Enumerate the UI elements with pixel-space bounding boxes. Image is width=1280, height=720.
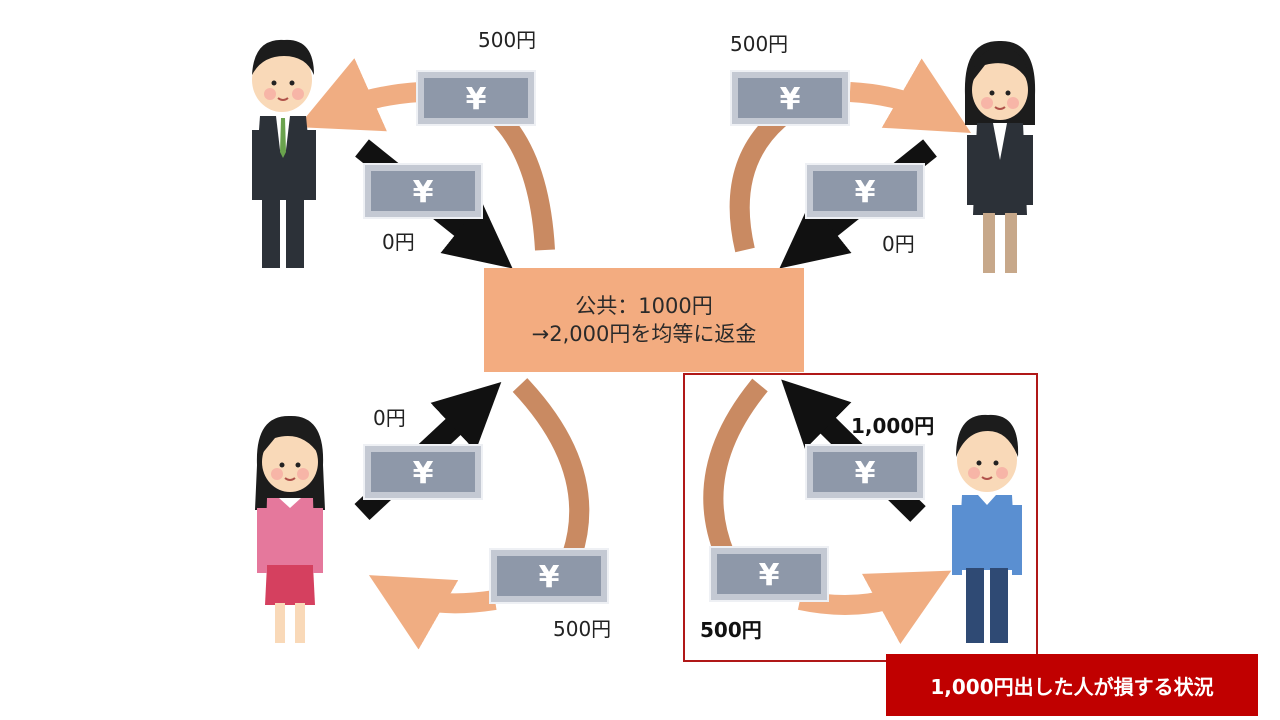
yen-banknote-icon: ¥ [363, 444, 483, 500]
public-fund-amount: 公共：1000円 [575, 293, 713, 318]
svg-text:¥: ¥ [413, 456, 434, 491]
person-woman-pink [255, 415, 325, 643]
person-woman-suit [964, 40, 1036, 273]
svg-text:¥: ¥ [759, 558, 780, 593]
return-arc-bottom-right [703, 378, 768, 559]
yen-banknote-icon: ¥ [805, 163, 925, 219]
svg-text:¥: ¥ [539, 560, 560, 595]
receive-label-top-left: 500円 [478, 28, 537, 52]
yen-banknote-icon: ¥ [709, 546, 829, 602]
public-fund-box: 公共：1000円 →2,000円を均等に返金 [484, 268, 804, 372]
return-arrow-top-right [849, 58, 972, 133]
person-man-suit [252, 39, 316, 268]
loss-highlight-frame [683, 373, 1038, 662]
return-arc-bottom-left [512, 378, 590, 559]
svg-text:¥: ¥ [855, 175, 876, 210]
svg-text:¥: ¥ [466, 82, 487, 117]
loss-caption: 1,000円出した人が損する状況 [886, 654, 1258, 716]
return-arrow-top-left [297, 58, 421, 132]
yen-banknote-icon: ¥ [805, 444, 925, 500]
return-arc-top-left [492, 111, 555, 251]
yen-banknote-icon: ¥ [416, 70, 536, 126]
give-label-bottom-left: 0円 [373, 406, 406, 430]
give-label-top-right: 0円 [882, 232, 915, 256]
svg-text:¥: ¥ [780, 82, 801, 117]
give-label-bottom-right: 1,000円 [851, 414, 935, 438]
return-arrow-bottom-left [368, 575, 497, 650]
refund-description: →2,000円を均等に返金 [531, 322, 757, 346]
svg-text:¥: ¥ [855, 456, 876, 491]
receive-label-bottom-right: 500円 [700, 618, 762, 642]
return-arrow-bottom-right [797, 570, 952, 645]
yen-banknote-icon: ¥ [730, 70, 850, 126]
receive-label-top-right: 500円 [730, 32, 789, 56]
yen-banknote-icon: ¥ [363, 163, 483, 219]
receive-label-bottom-left: 500円 [553, 617, 612, 641]
return-arc-top-right [729, 110, 787, 253]
give-label-top-left: 0円 [382, 230, 415, 254]
svg-text:¥: ¥ [413, 175, 434, 210]
person-man-blue [952, 414, 1022, 643]
yen-banknote-icon: ¥ [489, 548, 609, 604]
